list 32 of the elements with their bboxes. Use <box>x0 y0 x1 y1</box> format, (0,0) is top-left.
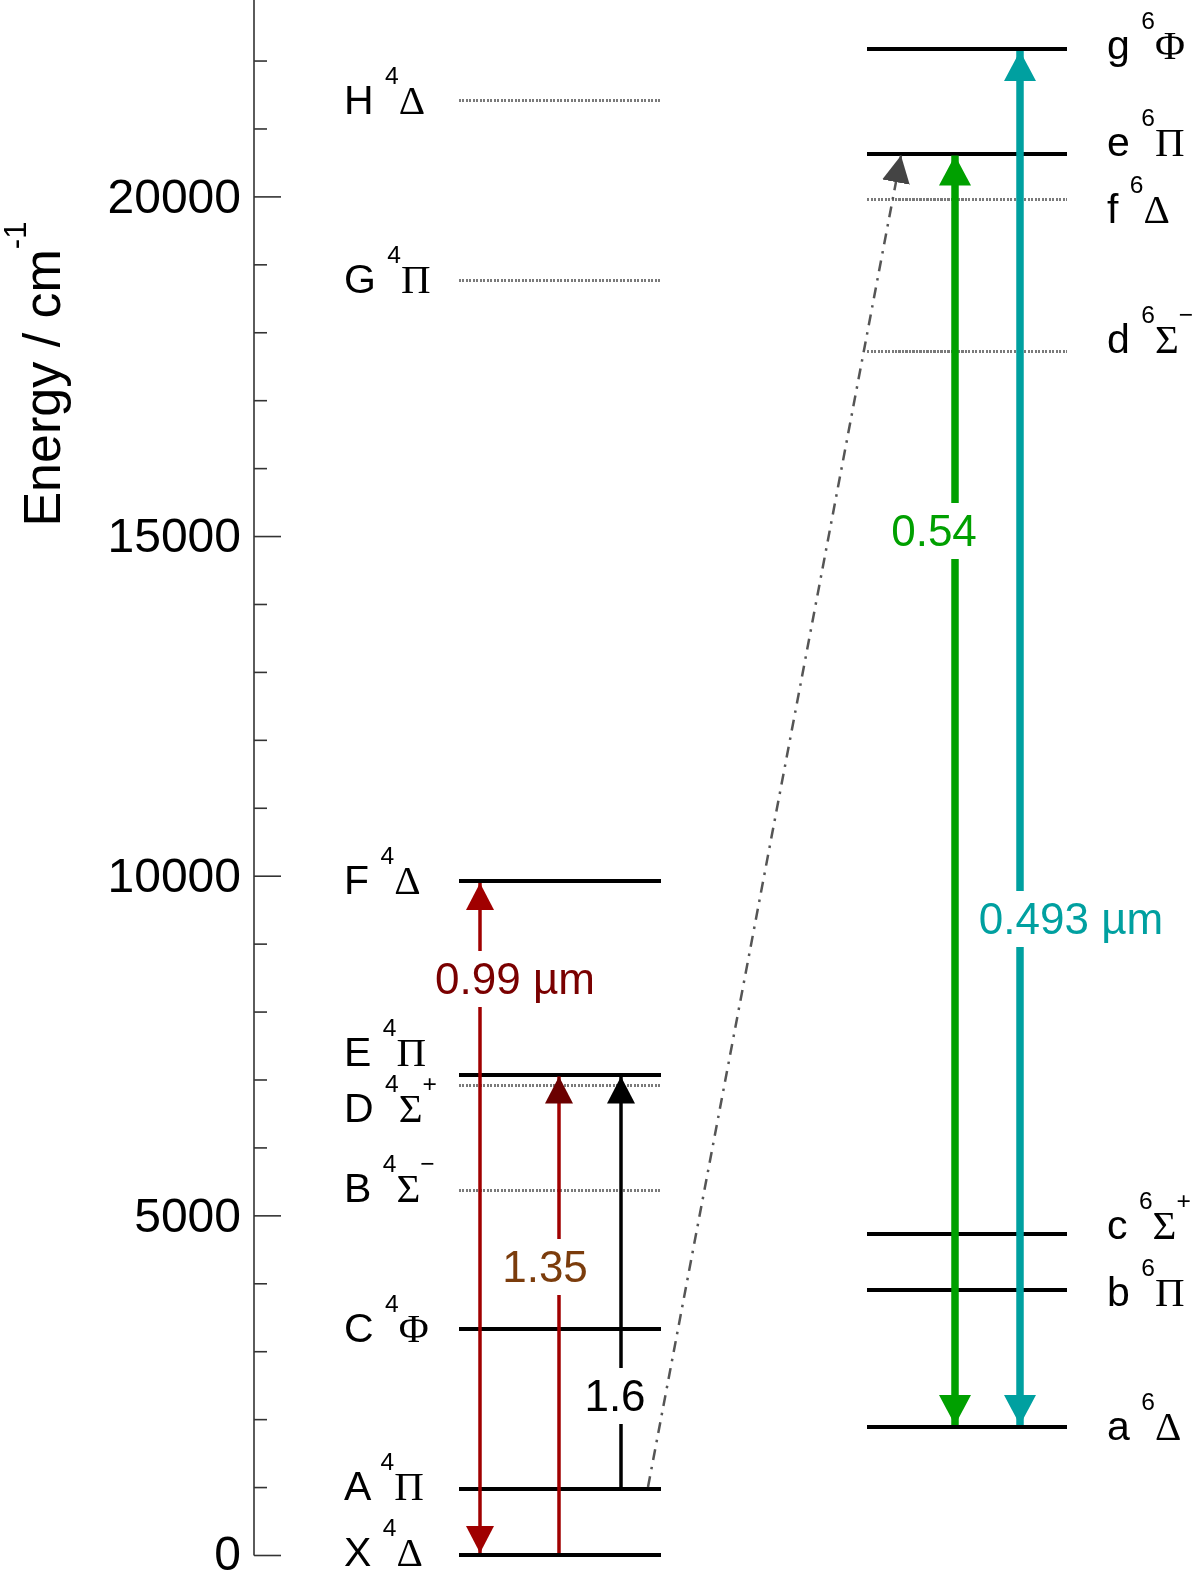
double-headed-arrow <box>1004 51 1036 1425</box>
state-label: e $^{6}$Π <box>1107 108 1185 163</box>
state-label: A $^{4}$Π <box>344 1452 424 1507</box>
dotted-energy-level-line <box>459 99 661 102</box>
state-label: G $^{4}$Π <box>344 245 431 300</box>
state-label: B $^{4}$Σ$^{−}$ <box>344 1154 435 1209</box>
tick-label: 5000 <box>134 1196 241 1235</box>
tick-label: 0 <box>214 1534 241 1574</box>
dash-dot-arrow <box>646 155 910 1488</box>
state-label: D $^{4}$Σ$^{+}$ <box>344 1074 437 1129</box>
state-label: b $^{6}$Π <box>1107 1258 1185 1313</box>
state-label: E $^{4}$Π <box>344 1018 427 1073</box>
tick-label: 20000 <box>107 177 241 216</box>
state-label: C $^{4}$Φ <box>344 1294 429 1349</box>
state-label: c $^{6}$Σ$^{+}$ <box>1107 1191 1191 1246</box>
tick-label: 15000 <box>107 517 241 556</box>
dotted-energy-level-line <box>459 278 661 282</box>
state-label: d $^{6}$Σ$^{−}$ <box>1107 305 1194 360</box>
dotted-energy-level-line <box>867 197 1067 201</box>
tick-label: 10000 <box>107 856 241 896</box>
state-label: g $^{6}$Φ <box>1107 11 1185 66</box>
dotted-energy-level-line <box>459 1084 661 1087</box>
state-label: H $^{4}$Δ <box>344 66 426 121</box>
arrow <box>545 1076 573 1553</box>
dotted-energy-level-line <box>459 1188 661 1192</box>
state-label: f $^{6}$Δ <box>1107 175 1170 230</box>
state-label: F $^{4}$Δ <box>344 846 421 901</box>
double-headed-arrow <box>939 155 971 1425</box>
dotted-energy-level-line <box>867 349 1067 353</box>
state-label: X $^{4}$Δ <box>344 1518 423 1573</box>
state-label: a $^{6}$Δ <box>1107 1392 1182 1447</box>
double-headed-arrow <box>466 883 494 1553</box>
